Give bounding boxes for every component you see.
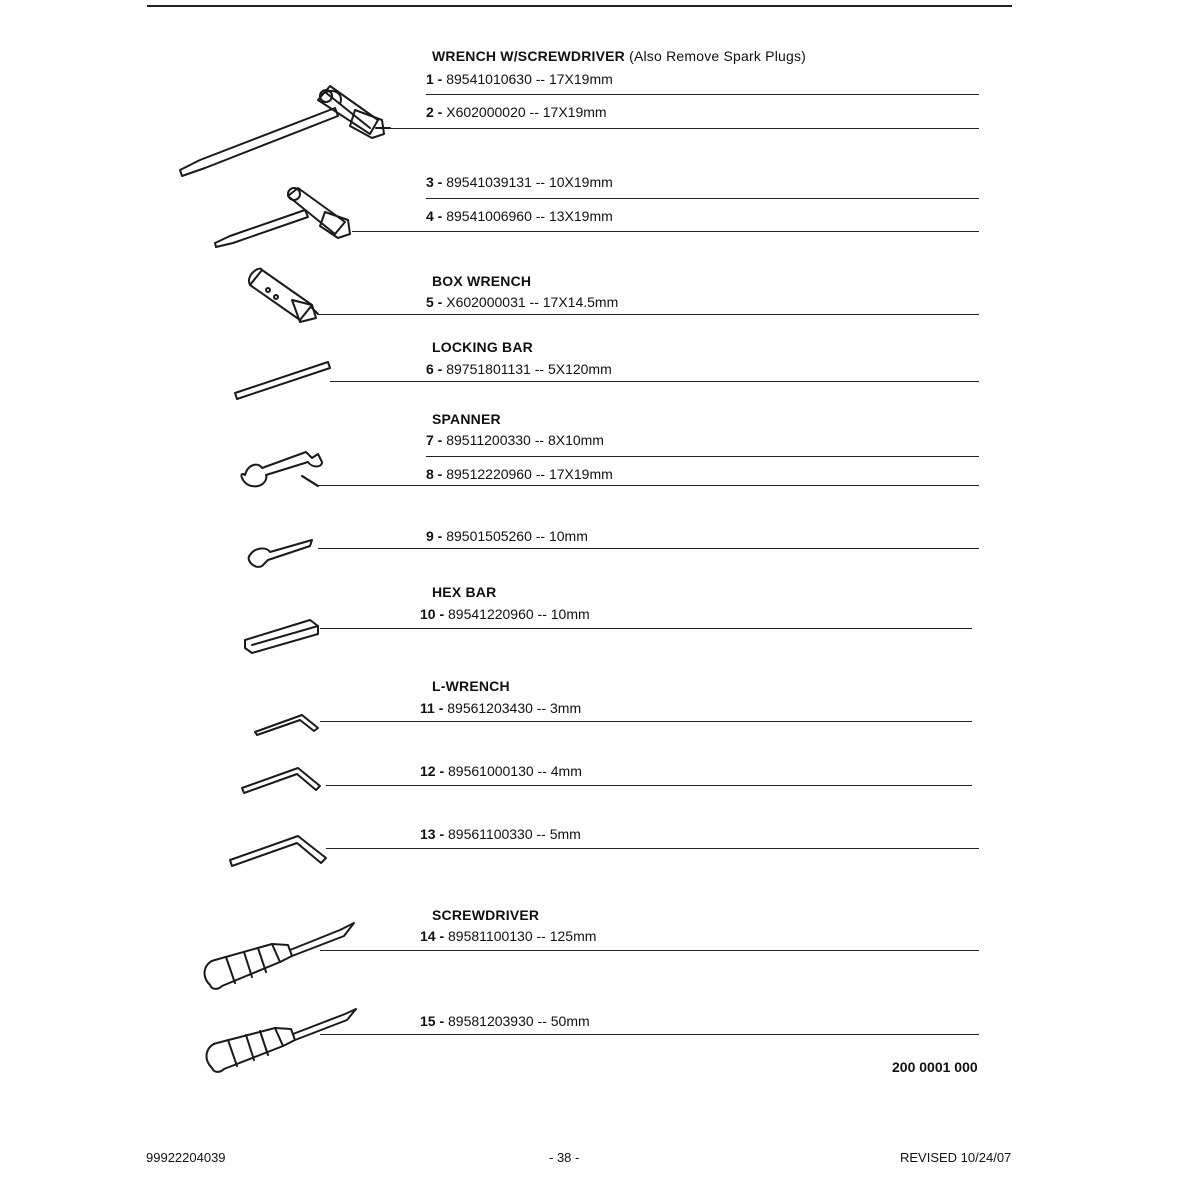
part-rule — [318, 314, 979, 315]
part-line: 2 - X602000020 -- 17X19mm — [426, 104, 607, 120]
part-line: 4 - 89541006960 -- 13X19mm — [426, 208, 613, 224]
section-heading-screwdriver: SCREWDRIVER — [432, 907, 540, 923]
part-number: 7 - — [426, 432, 443, 448]
part-rule — [326, 848, 979, 849]
part-line: 3 - 89541039131 -- 10X19mm — [426, 174, 613, 190]
l-wrench-4mm-icon — [241, 767, 321, 794]
l-wrench-3mm-icon — [254, 714, 319, 736]
part-number: 4 - — [426, 208, 443, 224]
part-number: 11 - — [420, 700, 444, 716]
footer-doc-number: 99922204039 — [146, 1150, 226, 1165]
section-heading-locking-bar: LOCKING BAR — [432, 339, 533, 355]
part-number: 9 - — [426, 528, 443, 544]
part-line: 8 - 89512220960 -- 17X19mm — [426, 466, 613, 482]
part-description: 89541220960 -- 10mm — [448, 606, 590, 622]
small-spanner-icon — [247, 539, 313, 568]
part-rule — [318, 548, 979, 549]
figure-code: 200 0001 000 — [892, 1059, 978, 1075]
part-line: 15 - 89581203930 -- 50mm — [420, 1013, 590, 1029]
part-number: 3 - — [426, 174, 443, 190]
part-line: 1 - 89541010630 -- 17X19mm — [426, 71, 613, 87]
part-description: X602000031 -- 17X14.5mm — [446, 294, 619, 310]
part-line: 5 - X602000031 -- 17X14.5mm — [426, 294, 618, 310]
part-rule — [318, 485, 979, 486]
t-wrench-screwdriver-icon — [179, 85, 385, 177]
section-heading-wrench: WRENCH W/SCREWDRIVER (Also Remove Spark … — [432, 48, 806, 64]
part-description: 89501505260 -- 10mm — [446, 528, 588, 544]
phillips-screwdriver-icon — [205, 1008, 357, 1073]
part-number: 13 - — [420, 826, 445, 842]
part-number: 10 - — [420, 606, 445, 622]
part-description: X602000020 -- 17X19mm — [446, 104, 607, 120]
part-description: 89561203430 -- 3mm — [447, 700, 582, 716]
section-heading-l-wrench: L-WRENCH — [432, 678, 510, 694]
part-number: 1 - — [426, 71, 443, 87]
part-rule — [320, 628, 972, 629]
part-description: 89512220960 -- 17X19mm — [446, 466, 613, 482]
part-rule — [426, 94, 979, 95]
part-rule — [320, 1034, 979, 1035]
part-rule — [320, 950, 979, 951]
l-wrench-5mm-icon — [229, 835, 327, 867]
part-description: 89581203930 -- 50mm — [448, 1013, 590, 1029]
part-description: 89561100330 -- 5mm — [448, 826, 581, 842]
section-heading-hex-bar: HEX BAR — [432, 584, 497, 600]
top-rule — [147, 5, 1012, 7]
part-line: 12 - 89561000130 -- 4mm — [420, 763, 582, 779]
part-line: 7 - 89511200330 -- 8X10mm — [426, 432, 604, 448]
part-rule — [352, 231, 979, 232]
part-rule — [426, 456, 979, 457]
box-wrench-icon — [248, 267, 317, 323]
part-description: 89541010630 -- 17X19mm — [446, 71, 613, 87]
part-rule — [390, 128, 979, 129]
part-description: 89751801131 -- 5X120mm — [446, 361, 612, 377]
part-description: 89581100130 -- 125mm — [448, 928, 597, 944]
part-line: 14 - 89581100130 -- 125mm — [420, 928, 596, 944]
section-note: (Also Remove Spark Plugs) — [629, 48, 807, 64]
part-description: 89511200330 -- 8X10mm — [446, 432, 604, 448]
part-line: 13 - 89561100330 -- 5mm — [420, 826, 581, 842]
flat-screwdriver-icon — [203, 922, 355, 990]
small-t-wrench-icon — [214, 187, 351, 248]
part-number: 6 - — [426, 361, 443, 377]
section-heading-spanner: SPANNER — [432, 411, 501, 427]
section-heading-box-wrench: BOX WRENCH — [432, 273, 532, 289]
part-line: 11 - 89561203430 -- 3mm — [420, 700, 581, 716]
part-number: 12 - — [420, 763, 445, 779]
hex-bar-icon — [244, 619, 319, 654]
part-rule — [426, 198, 979, 199]
part-rule — [330, 381, 979, 382]
footer-page-number: - 38 - — [549, 1150, 580, 1165]
leader-line — [311, 307, 319, 315]
footer-revised-date: REVISED 10/24/07 — [900, 1150, 1012, 1165]
part-description: 89541006960 -- 13X19mm — [446, 208, 613, 224]
locking-bar-icon — [234, 361, 331, 400]
part-number: 8 - — [426, 466, 443, 482]
part-number: 2 - — [426, 104, 443, 120]
leader-line — [301, 475, 319, 487]
part-number: 14 - — [420, 928, 445, 944]
part-line: 6 - 89751801131 -- 5X120mm — [426, 361, 612, 377]
part-line: 9 - 89501505260 -- 10mm — [426, 528, 588, 544]
part-number: 15 - — [420, 1013, 445, 1029]
section-title: WRENCH W/SCREWDRIVER — [432, 48, 625, 64]
part-number: 5 - — [426, 294, 443, 310]
part-rule — [326, 785, 972, 786]
part-rule — [320, 721, 972, 722]
part-line: 10 - 89541220960 -- 10mm — [420, 606, 590, 622]
part-description: 89561000130 -- 4mm — [448, 763, 582, 779]
part-description: 89541039131 -- 10X19mm — [446, 174, 613, 190]
